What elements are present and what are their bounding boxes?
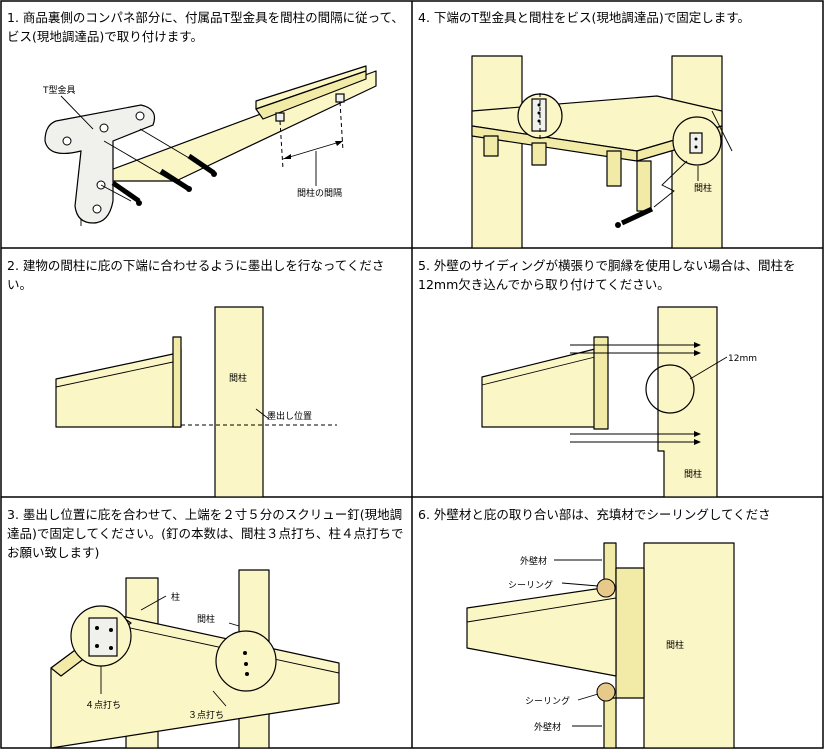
step-2-panel: 2. 建物の間柱に庇の下端に合わせるように墨出しを行なってください。 間柱 墨出… — [1, 249, 412, 497]
step-5-illustration: 12mm 間柱 — [481, 306, 757, 497]
screw-icon — [615, 206, 654, 228]
stud — [643, 542, 735, 748]
hood-side-view — [55, 348, 182, 428]
hood-underside — [255, 70, 367, 120]
mark-line-label: 墨出し位置 — [267, 410, 312, 422]
notch-detail-circle — [645, 364, 695, 414]
siding-top-label: 外壁材 — [520, 555, 547, 567]
step-6-illustration: 外壁材 シーリング 間柱 シーリング 外壁材 — [466, 542, 735, 748]
stud-spacing-label: 間柱の間隔 — [297, 187, 342, 199]
step-4-illustration: 間柱 — [471, 55, 733, 248]
sealing-top-label: シーリング — [508, 579, 553, 591]
step-5-panel: 5. 外壁のサイディングが横張りで胴縁を使用しない場合は、間柱を12mm欠き込ん… — [412, 249, 823, 497]
stud-label: 間柱 — [197, 613, 215, 625]
stud-label: 間柱 — [694, 182, 712, 194]
screw-icon — [100, 180, 142, 206]
hood-side-view — [481, 340, 603, 428]
screw-icon — [139, 128, 217, 177]
stud-detail-circle — [215, 630, 277, 692]
sealant-bottom — [596, 682, 616, 702]
stud-label: 間柱 — [229, 372, 247, 384]
screw-icon — [103, 140, 192, 192]
insert-arrows — [570, 342, 701, 445]
three-point-label: ３点打ち — [188, 709, 224, 721]
step-3-illustration: 柱 間柱 ４点打ち ３点打ち — [50, 569, 340, 748]
t-bracket-label: T型金具 — [42, 84, 76, 96]
step-1-illustration: T型金具 間柱の間隔 — [42, 65, 377, 226]
step-1-text: 1. 商品裏側のコンパネ部分に、付属品T型金具を間柱の間隔に従って、ビス(現地調… — [7, 10, 404, 44]
t-bracket — [44, 104, 156, 224]
step-5-text: 5. 外壁のサイディングが横張りで胴縁を使用しない場合は、間柱を12mm欠き込ん… — [418, 258, 796, 292]
post-label: 柱 — [171, 591, 180, 603]
notched-stud — [657, 306, 718, 497]
stud-label: 間柱 — [666, 639, 684, 651]
step-6-panel: 6. 外壁材と庇の取り合い部は、充填材でシーリングしてくださ 外壁材 シーリング… — [412, 498, 823, 748]
hood — [466, 585, 617, 677]
step-2-illustration: 間柱 墨出し位置 — [55, 306, 337, 497]
hood-back-plate — [615, 567, 645, 699]
stud — [214, 306, 264, 497]
notch-label: 12mm — [728, 354, 757, 364]
siding-bottom — [603, 697, 617, 748]
step-4-panel: 4. 下端のT型金具と間柱をビス(現地調達品)で固定します。 — [412, 1, 823, 248]
step-6-text: 6. 外壁材と庇の取り合い部は、充填材でシーリングしてくださ — [418, 507, 771, 522]
step-3-panel: 3. 墨出し位置に庇を合わせて、上端を２寸５分のスクリュー釘(現地調達品)で固定… — [1, 498, 412, 748]
sealing-bottom-label: シーリング — [525, 695, 570, 707]
stud-label: 間柱 — [684, 468, 702, 480]
sealant-top — [596, 578, 616, 598]
step-2-text: 2. 建物の間柱に庇の下端に合わせるように墨出しを行なってください。 — [7, 258, 385, 292]
step-1-panel: 1. 商品裏側のコンパネ部分に、付属品T型金具を間柱の間隔に従って、ビス(現地調… — [1, 1, 412, 248]
siding-bottom-label: 外壁材 — [534, 721, 561, 733]
four-point-label: ４点打ち — [85, 699, 121, 711]
step-4-text: 4. 下端のT型金具と間柱をビス(現地調達品)で固定します。 — [418, 10, 751, 25]
step-3-text: 3. 墨出し位置に庇を合わせて、上端を２寸５分のスクリュー釘(現地調達品)で固定… — [7, 507, 404, 560]
